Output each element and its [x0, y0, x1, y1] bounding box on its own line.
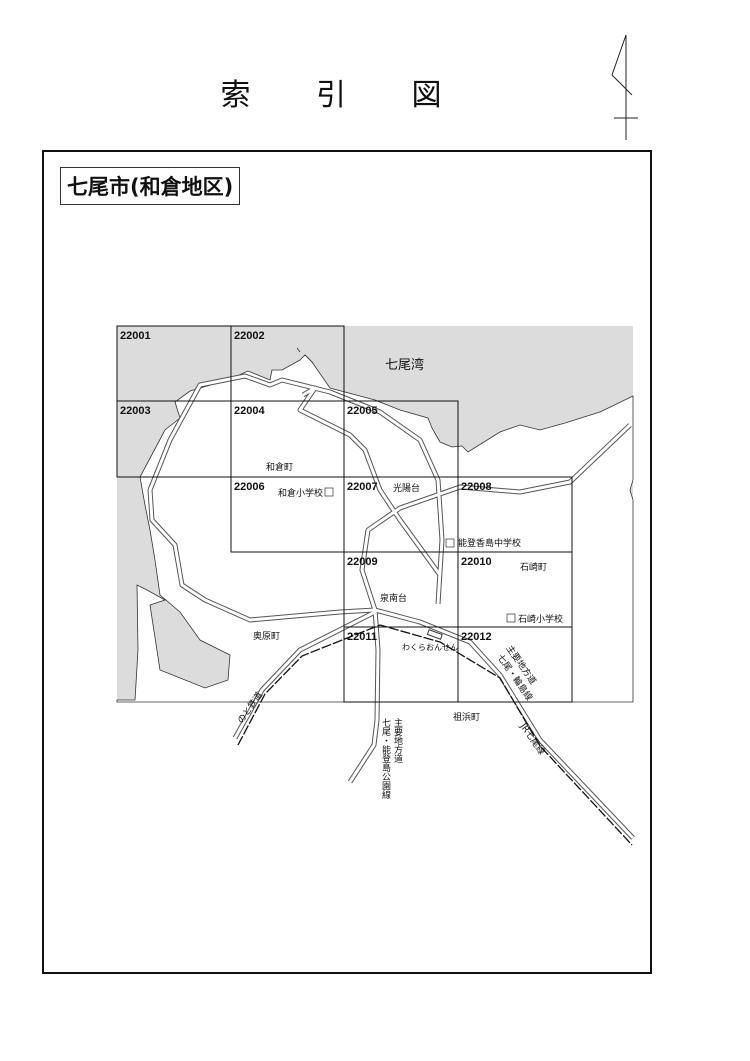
cell-22012[interactable]: 22012	[461, 631, 492, 643]
page-title: 索 引 図	[220, 78, 470, 113]
wakura-onsen-station	[426, 629, 443, 640]
label-wakura-onsen: わくらおんせん	[402, 643, 458, 652]
school-icon	[324, 487, 334, 497]
cell-22007[interactable]: 22007	[347, 481, 378, 493]
land	[116, 354, 634, 703]
label-wakura-town: 和倉町	[266, 461, 293, 473]
cell-22005[interactable]: 22005	[347, 405, 378, 417]
label-kouyoudai: 光陽台	[393, 482, 420, 494]
cell-22011[interactable]: 22011	[347, 631, 377, 643]
cell-22006[interactable]: 22006	[234, 481, 265, 493]
school-icon	[506, 613, 516, 623]
index-grid	[116, 325, 573, 703]
label-sohama: 祖浜町	[453, 711, 480, 723]
label-notokashima-school: 能登香島中学校	[458, 537, 521, 549]
school-icon	[445, 538, 455, 548]
label-ishizaki-town: 石崎町	[520, 561, 547, 573]
cell-22008[interactable]: 22008	[461, 481, 492, 493]
cell-22009[interactable]: 22009	[347, 556, 378, 568]
label-road2-b: 七尾・能登島公園線	[380, 718, 391, 799]
area-label: 七尾市(和倉地区)	[60, 167, 241, 205]
label-okuhara: 奥原町	[253, 630, 280, 642]
cell-22004[interactable]: 22004	[234, 405, 265, 417]
cell-22002[interactable]: 22002	[234, 330, 265, 342]
label-bay: 七尾湾	[385, 357, 424, 373]
cell-22010[interactable]: 22010	[461, 556, 492, 568]
label-ishizaki-school: 石崎小学校	[518, 613, 563, 625]
label-senan: 泉南台	[380, 592, 407, 604]
label-wakura-school: 和倉小学校	[278, 487, 323, 499]
label-road2-a: 主要地方道	[392, 717, 403, 764]
map-frame	[42, 150, 652, 974]
cell-22001[interactable]: 22001	[120, 330, 151, 342]
cell-22003[interactable]: 22003	[120, 405, 151, 417]
noto-railway	[237, 624, 633, 846]
